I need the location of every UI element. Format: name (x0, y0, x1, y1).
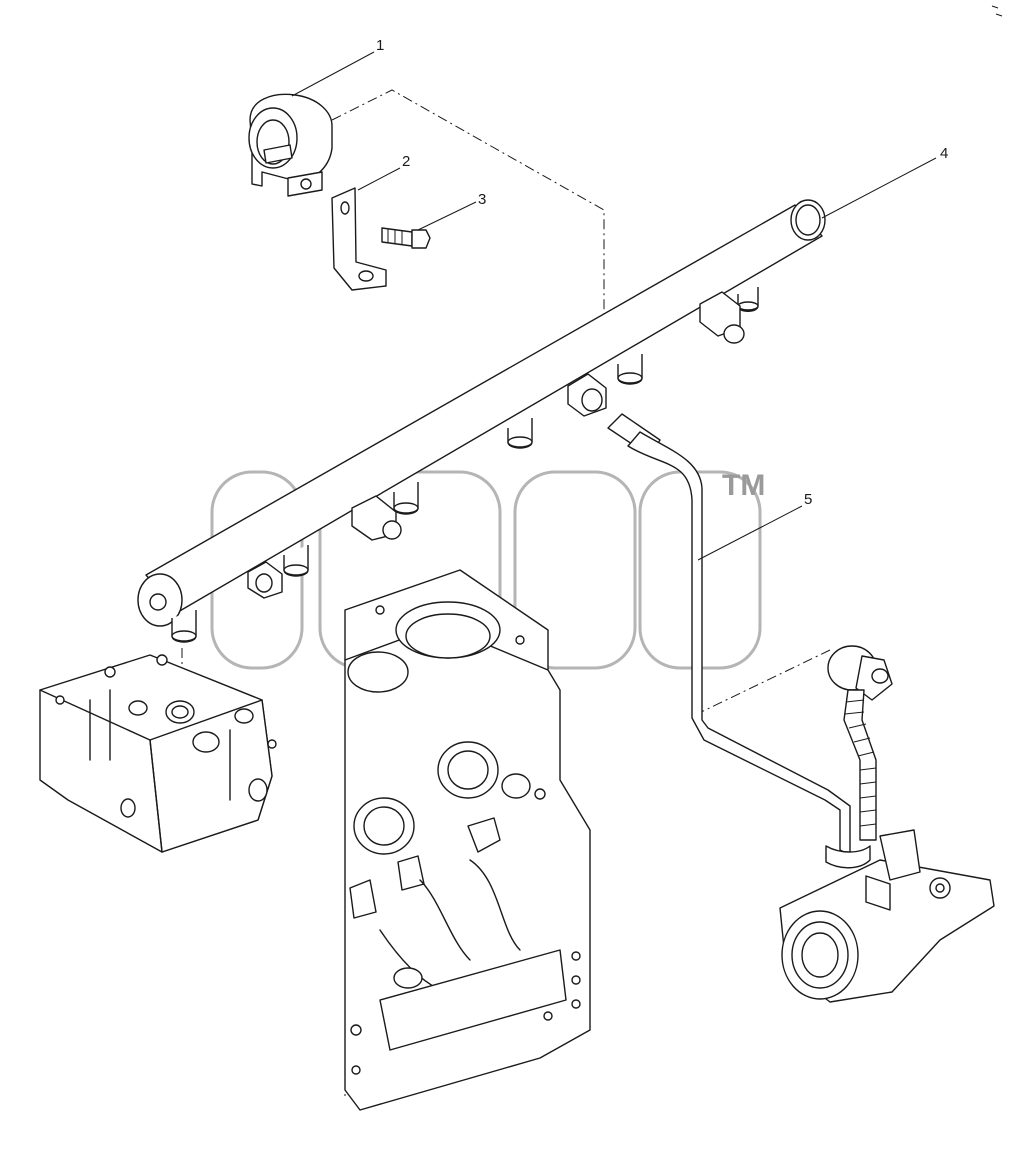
rail-banjo-fittings (247, 291, 745, 599)
engine-block (344, 569, 591, 1111)
clamp-part (248, 93, 333, 197)
fuel-line-part (607, 413, 871, 869)
rail-outlet-nozzles (171, 287, 759, 643)
corrugated-hose (844, 699, 877, 827)
bolt-part (381, 227, 431, 249)
fuel-rail-part (137, 199, 826, 643)
callout-2: 2 (402, 153, 410, 170)
callout-leaders (291, 51, 937, 561)
callout-5: 5 (804, 491, 812, 508)
callout-4: 4 (940, 145, 948, 162)
sensor-harness (827, 645, 893, 841)
filter-housing (779, 829, 995, 1003)
callout-numbers: 1 2 3 4 5 (376, 37, 948, 508)
watermark-trademark: TM (722, 469, 765, 502)
bracket-part (331, 187, 387, 291)
corner-marks (991, 5, 1003, 17)
cylinder-head (39, 654, 277, 853)
callout-3: 3 (478, 191, 486, 208)
callout-1: 1 (376, 37, 384, 54)
